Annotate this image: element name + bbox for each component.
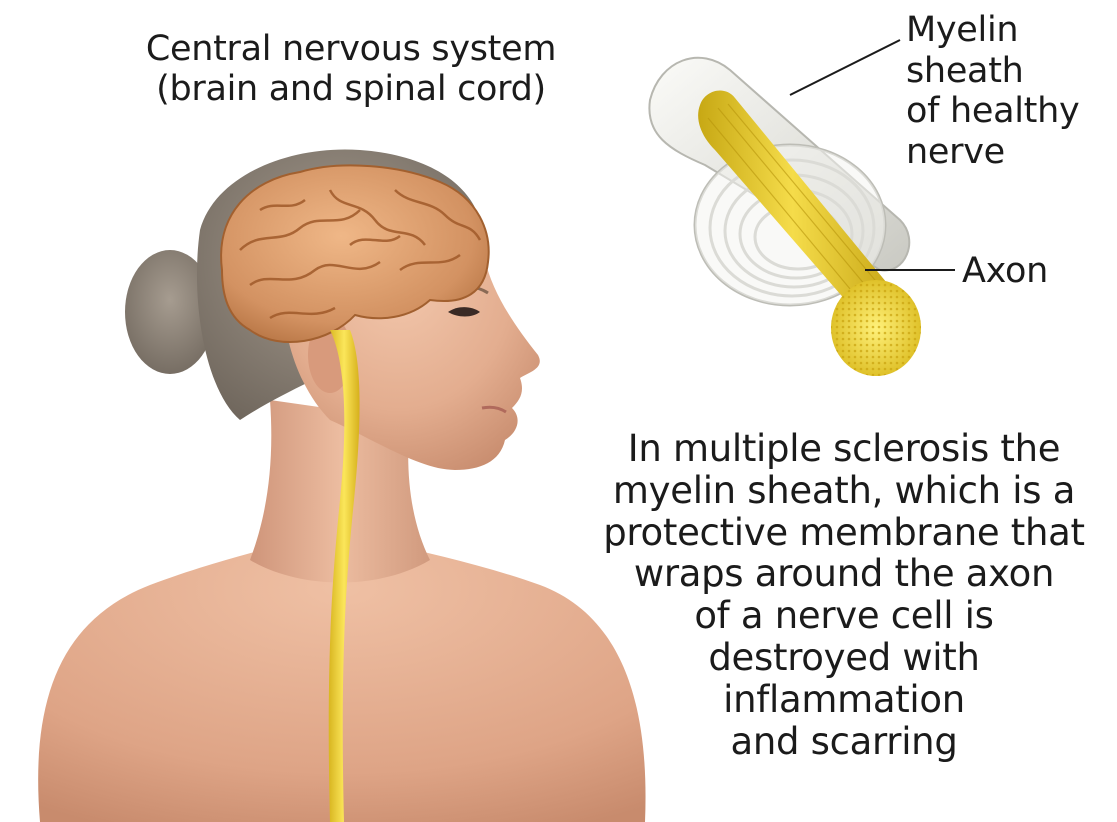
- caption-line: protective membrane that: [568, 512, 1117, 554]
- caption-line: wraps around the axon: [568, 553, 1117, 595]
- caption-line: In multiple sclerosis the: [568, 428, 1117, 470]
- myelin-label-line3: of healthy: [906, 91, 1079, 132]
- caption-line: myelin sheath, which is a: [568, 470, 1117, 512]
- caption-line: destroyed with: [568, 637, 1117, 679]
- caption-line: and scarring: [568, 721, 1117, 763]
- myelin-label-line1: Myelin: [906, 10, 1079, 51]
- caption-line: inflammation: [568, 679, 1117, 721]
- caption-line: of a nerve cell is: [568, 595, 1117, 637]
- cns-label: Central nervous system (brain and spinal…: [96, 30, 606, 109]
- cns-label-line2: (brain and spinal cord): [96, 70, 606, 110]
- myelin-sheath-label: Myelin sheath of healthy nerve: [906, 10, 1079, 172]
- cns-label-line1: Central nervous system: [96, 30, 606, 70]
- myelin-label-line4: nerve: [906, 132, 1079, 173]
- axon-label: Axon: [962, 252, 1048, 292]
- ms-caption: In multiple sclerosis the myelin sheath,…: [568, 428, 1117, 762]
- myelin-label-line2: sheath: [906, 51, 1079, 92]
- myelin-leader-line: [790, 40, 900, 95]
- nerve-fiber: [649, 58, 921, 376]
